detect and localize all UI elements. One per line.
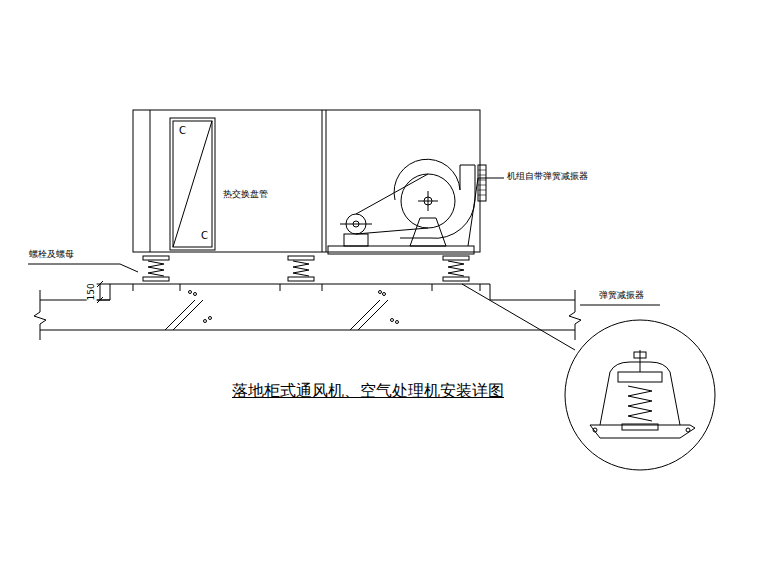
part-name: 弹簧减振器 <box>598 291 645 301</box>
leader-lines <box>28 178 660 350</box>
drawing-title: 落地柜式通风机、空气处理机安装详图 <box>232 382 504 400</box>
part-name: 机组自带弹簧减振器 <box>506 172 589 182</box>
centrifugal-fan <box>394 159 475 246</box>
spring-isolators <box>143 256 469 281</box>
panel-mark: C <box>200 230 209 241</box>
louver <box>478 165 486 201</box>
part-name: 螺栓及螺母 <box>28 250 75 260</box>
unit-cabinet <box>133 110 480 252</box>
isolator-detail <box>565 320 715 470</box>
dimension-text: 150 <box>87 282 97 301</box>
motor <box>340 174 428 246</box>
dimension-line <box>95 281 110 303</box>
part-name: 热交换盘管 <box>222 190 269 200</box>
base-frame <box>328 246 474 254</box>
panel-mark: C <box>178 125 187 136</box>
coil-panel <box>170 118 215 250</box>
floor-slab <box>34 284 581 340</box>
